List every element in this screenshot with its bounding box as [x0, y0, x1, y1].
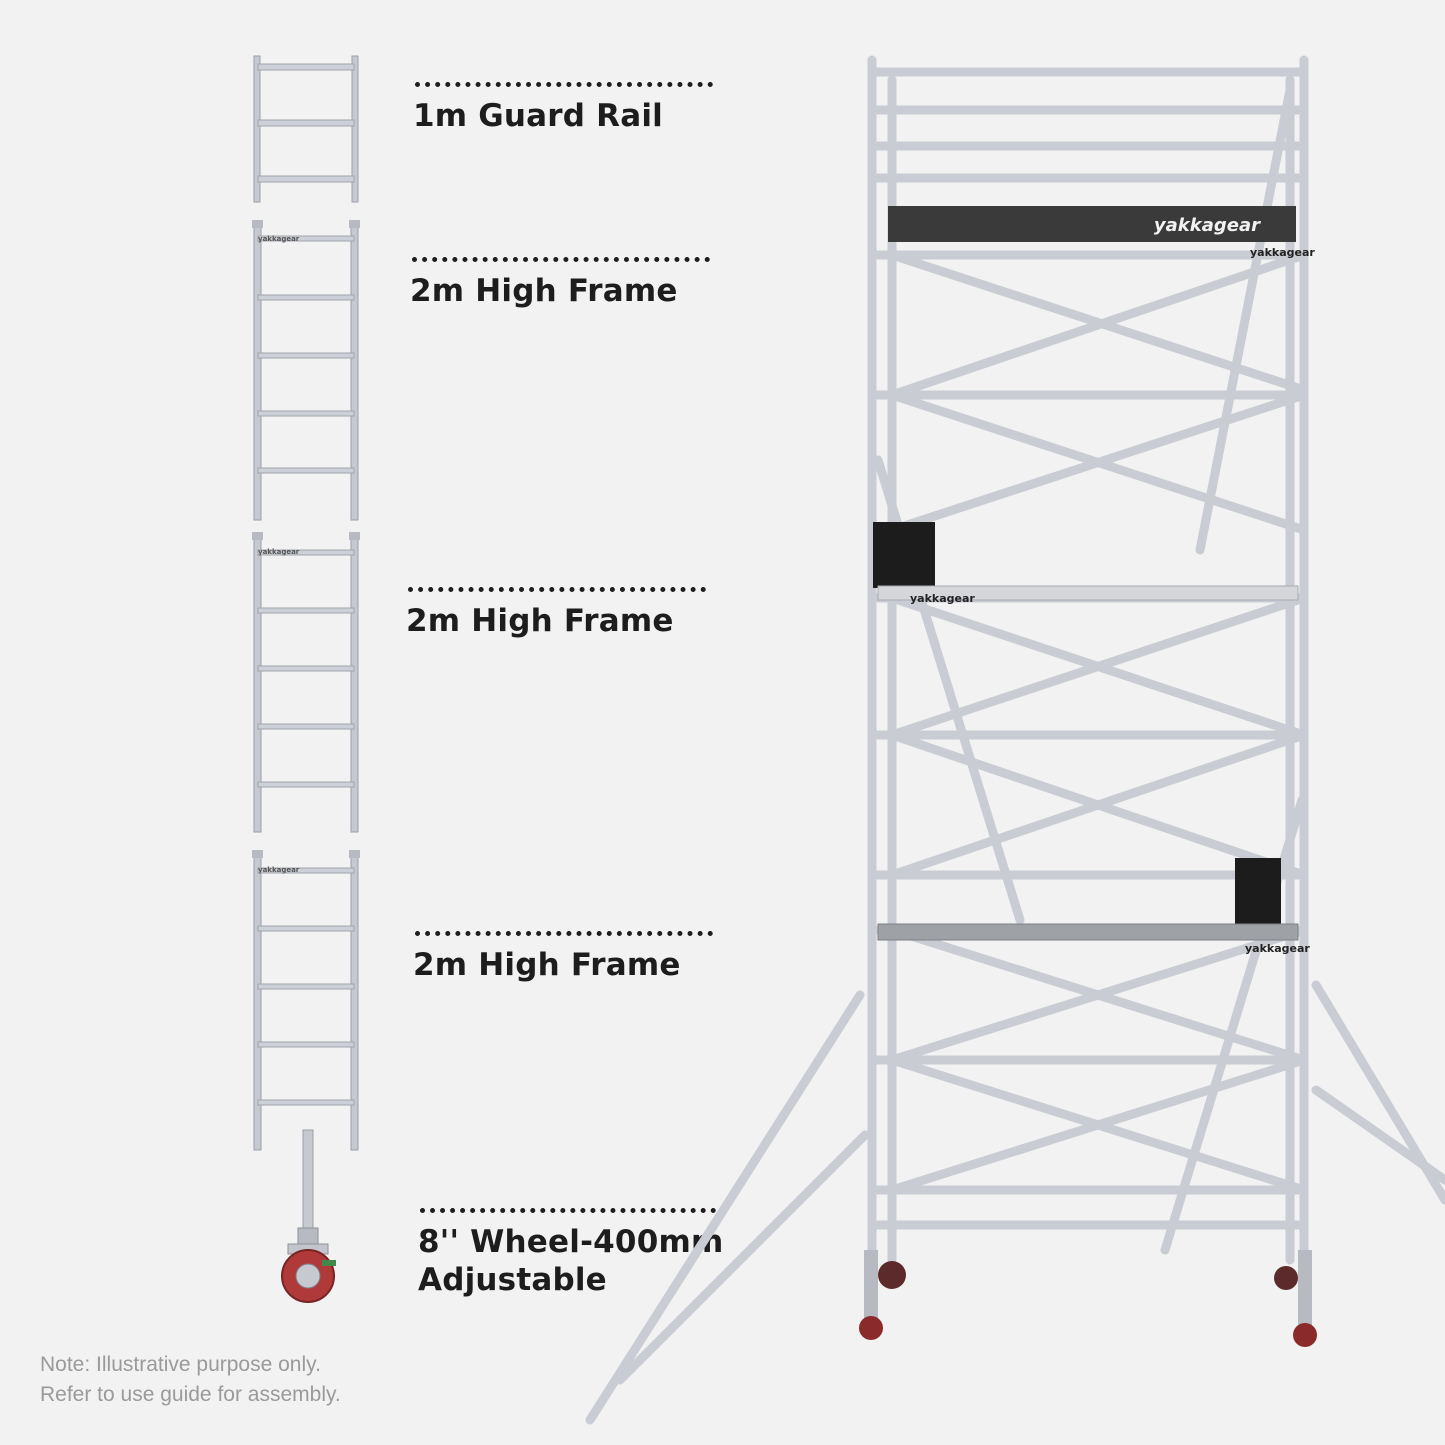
scaffold-wheels: [859, 1250, 1317, 1347]
brand-text-frame-1: yakkagear: [258, 235, 300, 243]
leader-dots-4: [415, 931, 713, 936]
middle-platform: [877, 585, 1299, 601]
middle-hatch-plate: [873, 522, 935, 588]
note-line-1: Note: Illustrative purpose only.: [40, 1353, 321, 1376]
note-line-2: Refer to use guide for assembly.: [40, 1383, 341, 1406]
brand-text-frame-3: yakkagear: [258, 866, 300, 874]
leader-dots-5: [420, 1208, 716, 1213]
high-frame-part-image-2: [252, 532, 360, 833]
leader-dots-1: [415, 82, 713, 87]
high-frame-label-3: 2m High Frame: [413, 947, 681, 983]
high-frame-part-image-3: [252, 850, 360, 1151]
guard-rail-part-image: [253, 55, 359, 203]
brand-text-frame-2: yakkagear: [258, 548, 300, 556]
wheel-label-line2: Adjustable: [418, 1262, 607, 1298]
leader-dots-3: [408, 587, 706, 592]
wheel-part-image: [281, 1129, 336, 1303]
lower-platform-brand: yakkagear: [1245, 942, 1310, 955]
top-deck-sub-brand: yakkagear: [1250, 246, 1315, 259]
middle-platform-brand: yakkagear: [910, 592, 975, 605]
lower-hatch-plate: [1235, 858, 1281, 924]
top-platform-deck: [888, 206, 1296, 242]
top-deck-brand: yakkagear: [1154, 215, 1261, 236]
high-frame-label-2: 2m High Frame: [406, 603, 674, 639]
disclaimer-note: Note: Illustrative purpose only. Refer t…: [40, 1350, 341, 1410]
guard-rail-label: 1m Guard Rail: [413, 98, 664, 134]
lower-platform-deck: [877, 923, 1299, 941]
wheel-label-line1: 8'' Wheel-400mm: [418, 1224, 724, 1260]
high-frame-label-1: 2m High Frame: [410, 273, 678, 309]
leader-dots-2: [412, 257, 710, 262]
assembled-scaffold-tower-image: yakkagear yakkagear yakkagear yakkagear: [585, 55, 1445, 1425]
high-frame-part-image-1: [252, 220, 360, 521]
